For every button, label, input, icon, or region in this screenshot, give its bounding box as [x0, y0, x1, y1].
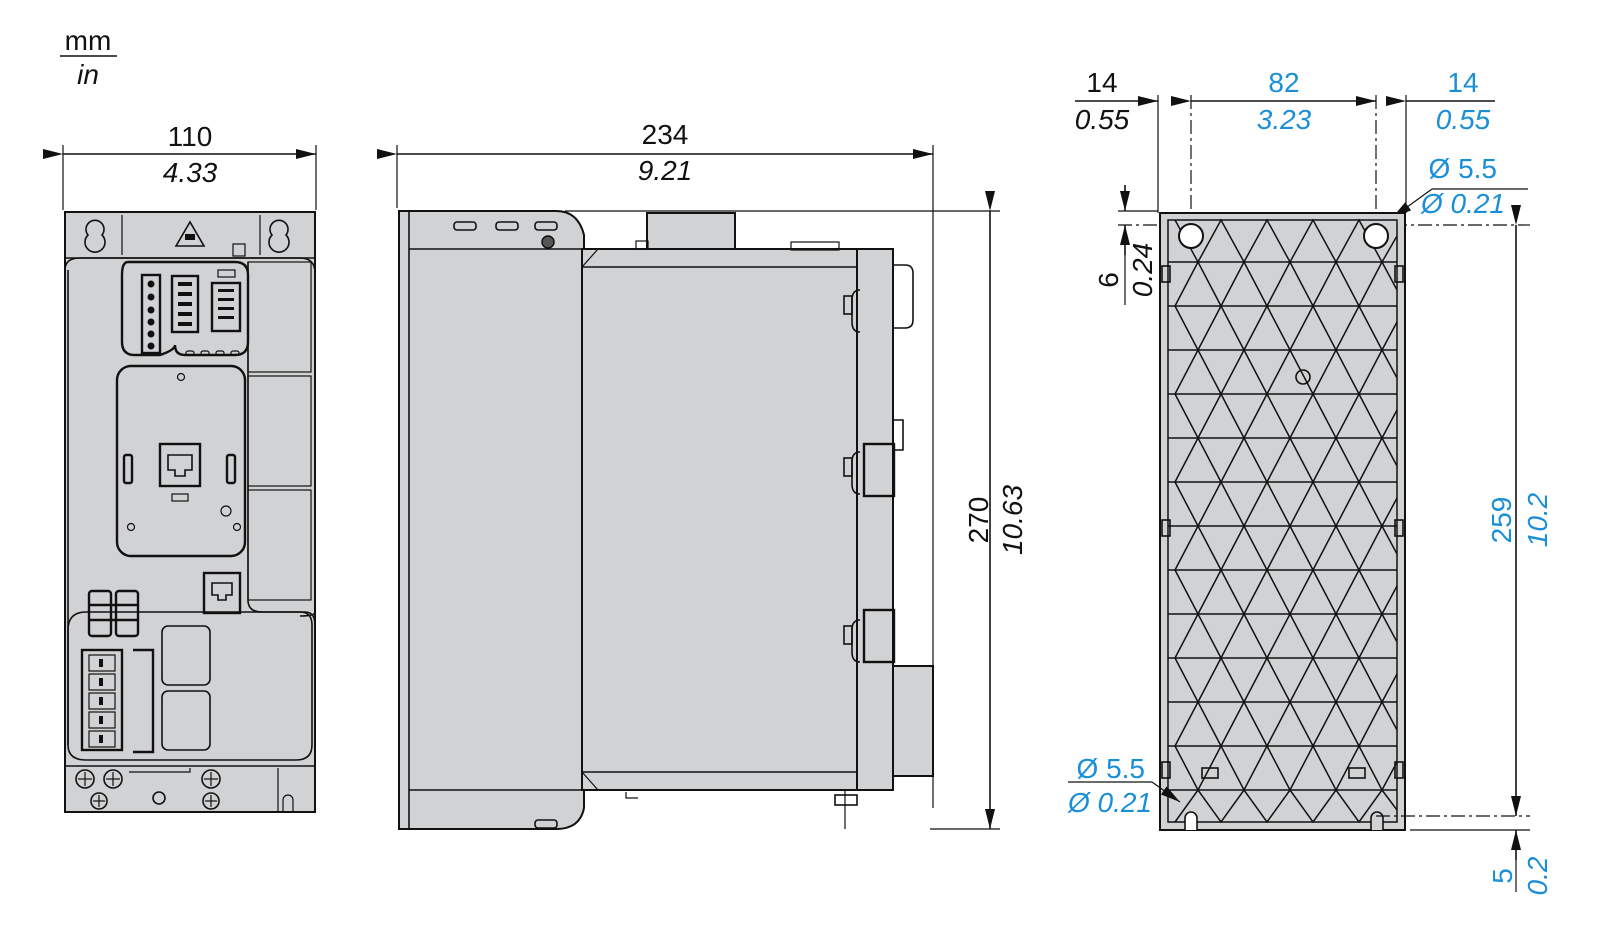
mounting-hole-top-right	[1363, 223, 1389, 249]
rear-top-hole-dia-mm: Ø 5.5	[1429, 153, 1497, 184]
ground-screws	[75, 769, 221, 810]
rear-left-margin-in: 0.55	[1075, 104, 1130, 135]
rear-right-margin-mm: 14	[1447, 67, 1478, 98]
rear-bottom-hole-callout: Ø 5.5 Ø 0.21	[1067, 753, 1181, 818]
blank-cover-upper	[161, 625, 211, 686]
side-view: 234 9.21 270 10.63	[377, 119, 1028, 830]
din-clips	[843, 289, 896, 664]
rear-vertical-spacing-in: 10.2	[1522, 492, 1553, 547]
rear-bottom-offset-mm: 5	[1487, 868, 1518, 884]
side-top-connector	[646, 212, 736, 250]
side-front-panel	[398, 210, 585, 830]
rear-top-offset-in: 0.24	[1127, 243, 1158, 298]
signal-connector-block	[120, 260, 250, 357]
rear-left-margin-mm: 14	[1086, 67, 1117, 98]
connector-terminal-2	[170, 274, 200, 334]
rear-right-margin-in: 0.55	[1436, 104, 1491, 135]
side-depth-in: 9.21	[638, 155, 693, 186]
keyhole-mount-right	[268, 219, 290, 253]
side-screw-icon	[541, 235, 555, 249]
dc-bus-connector-left	[87, 589, 113, 638]
mounting-hole-top-left	[1178, 223, 1204, 249]
rear-bottom-hole-dia-in: Ø 0.21	[1067, 787, 1152, 818]
side-heatsink-body	[581, 248, 861, 791]
blank-cover-lower	[161, 690, 211, 751]
rear-top-hole-callout: Ø 5.5 Ø 0.21	[1391, 153, 1528, 219]
rear-hole-spacing-mm: 82	[1268, 67, 1299, 98]
side-height-mm: 270	[963, 497, 994, 544]
side-rear-bracket	[856, 248, 894, 791]
connector-terminal-1	[140, 273, 162, 355]
rear-bottom-offset-dimension: 5 0.2	[1487, 830, 1553, 895]
rear-top-offset-mm: 6	[1093, 272, 1124, 288]
rear-hole-spacing-in: 3.23	[1257, 104, 1312, 135]
front-width-dimension: 110 4.33	[43, 121, 317, 210]
rear-top-dimensions: 14 0.55 82 3.23 14 0.55	[1075, 67, 1495, 225]
rear-bottom-offset-in: 0.2	[1522, 856, 1553, 895]
rear-bottom-hole-dia-mm: Ø 5.5	[1077, 753, 1145, 784]
status-leds	[185, 350, 240, 356]
mounting-slot-bottom-right	[1370, 811, 1384, 830]
mounting-slot-bottom-left	[1184, 811, 1198, 830]
front-width-mm: 110	[168, 121, 213, 152]
keyhole-mount-left	[84, 219, 106, 253]
rear-view: 14 0.55 82 3.23 14 0.55 Ø 5.5 Ø 0.21 6 0…	[1067, 67, 1553, 895]
unit-primary-label: mm	[65, 25, 112, 56]
power-terminal-block	[80, 648, 124, 752]
dc-bus-connector-right	[114, 589, 140, 638]
warning-triangle-icon	[174, 220, 206, 247]
connector-terminal-3	[210, 281, 242, 333]
unit-secondary-label: in	[77, 59, 99, 90]
rear-top-hole-dia-in: Ø 0.21	[1420, 188, 1505, 219]
units-legend: mm in	[60, 25, 117, 90]
rear-vertical-dimension: 259 10.2	[1376, 205, 1553, 831]
rear-vertical-spacing-mm: 259	[1486, 497, 1517, 544]
rj45-port-top	[158, 442, 202, 488]
front-width-in: 4.33	[163, 157, 218, 188]
side-depth-mm: 234	[642, 119, 689, 150]
comm-module-cover	[115, 364, 247, 558]
side-height-in: 10.63	[997, 485, 1028, 555]
side-height-dimension: 270 10.63	[565, 191, 1028, 830]
rj45-port-bottom	[202, 571, 242, 615]
front-view: 110 4.33	[43, 121, 317, 813]
